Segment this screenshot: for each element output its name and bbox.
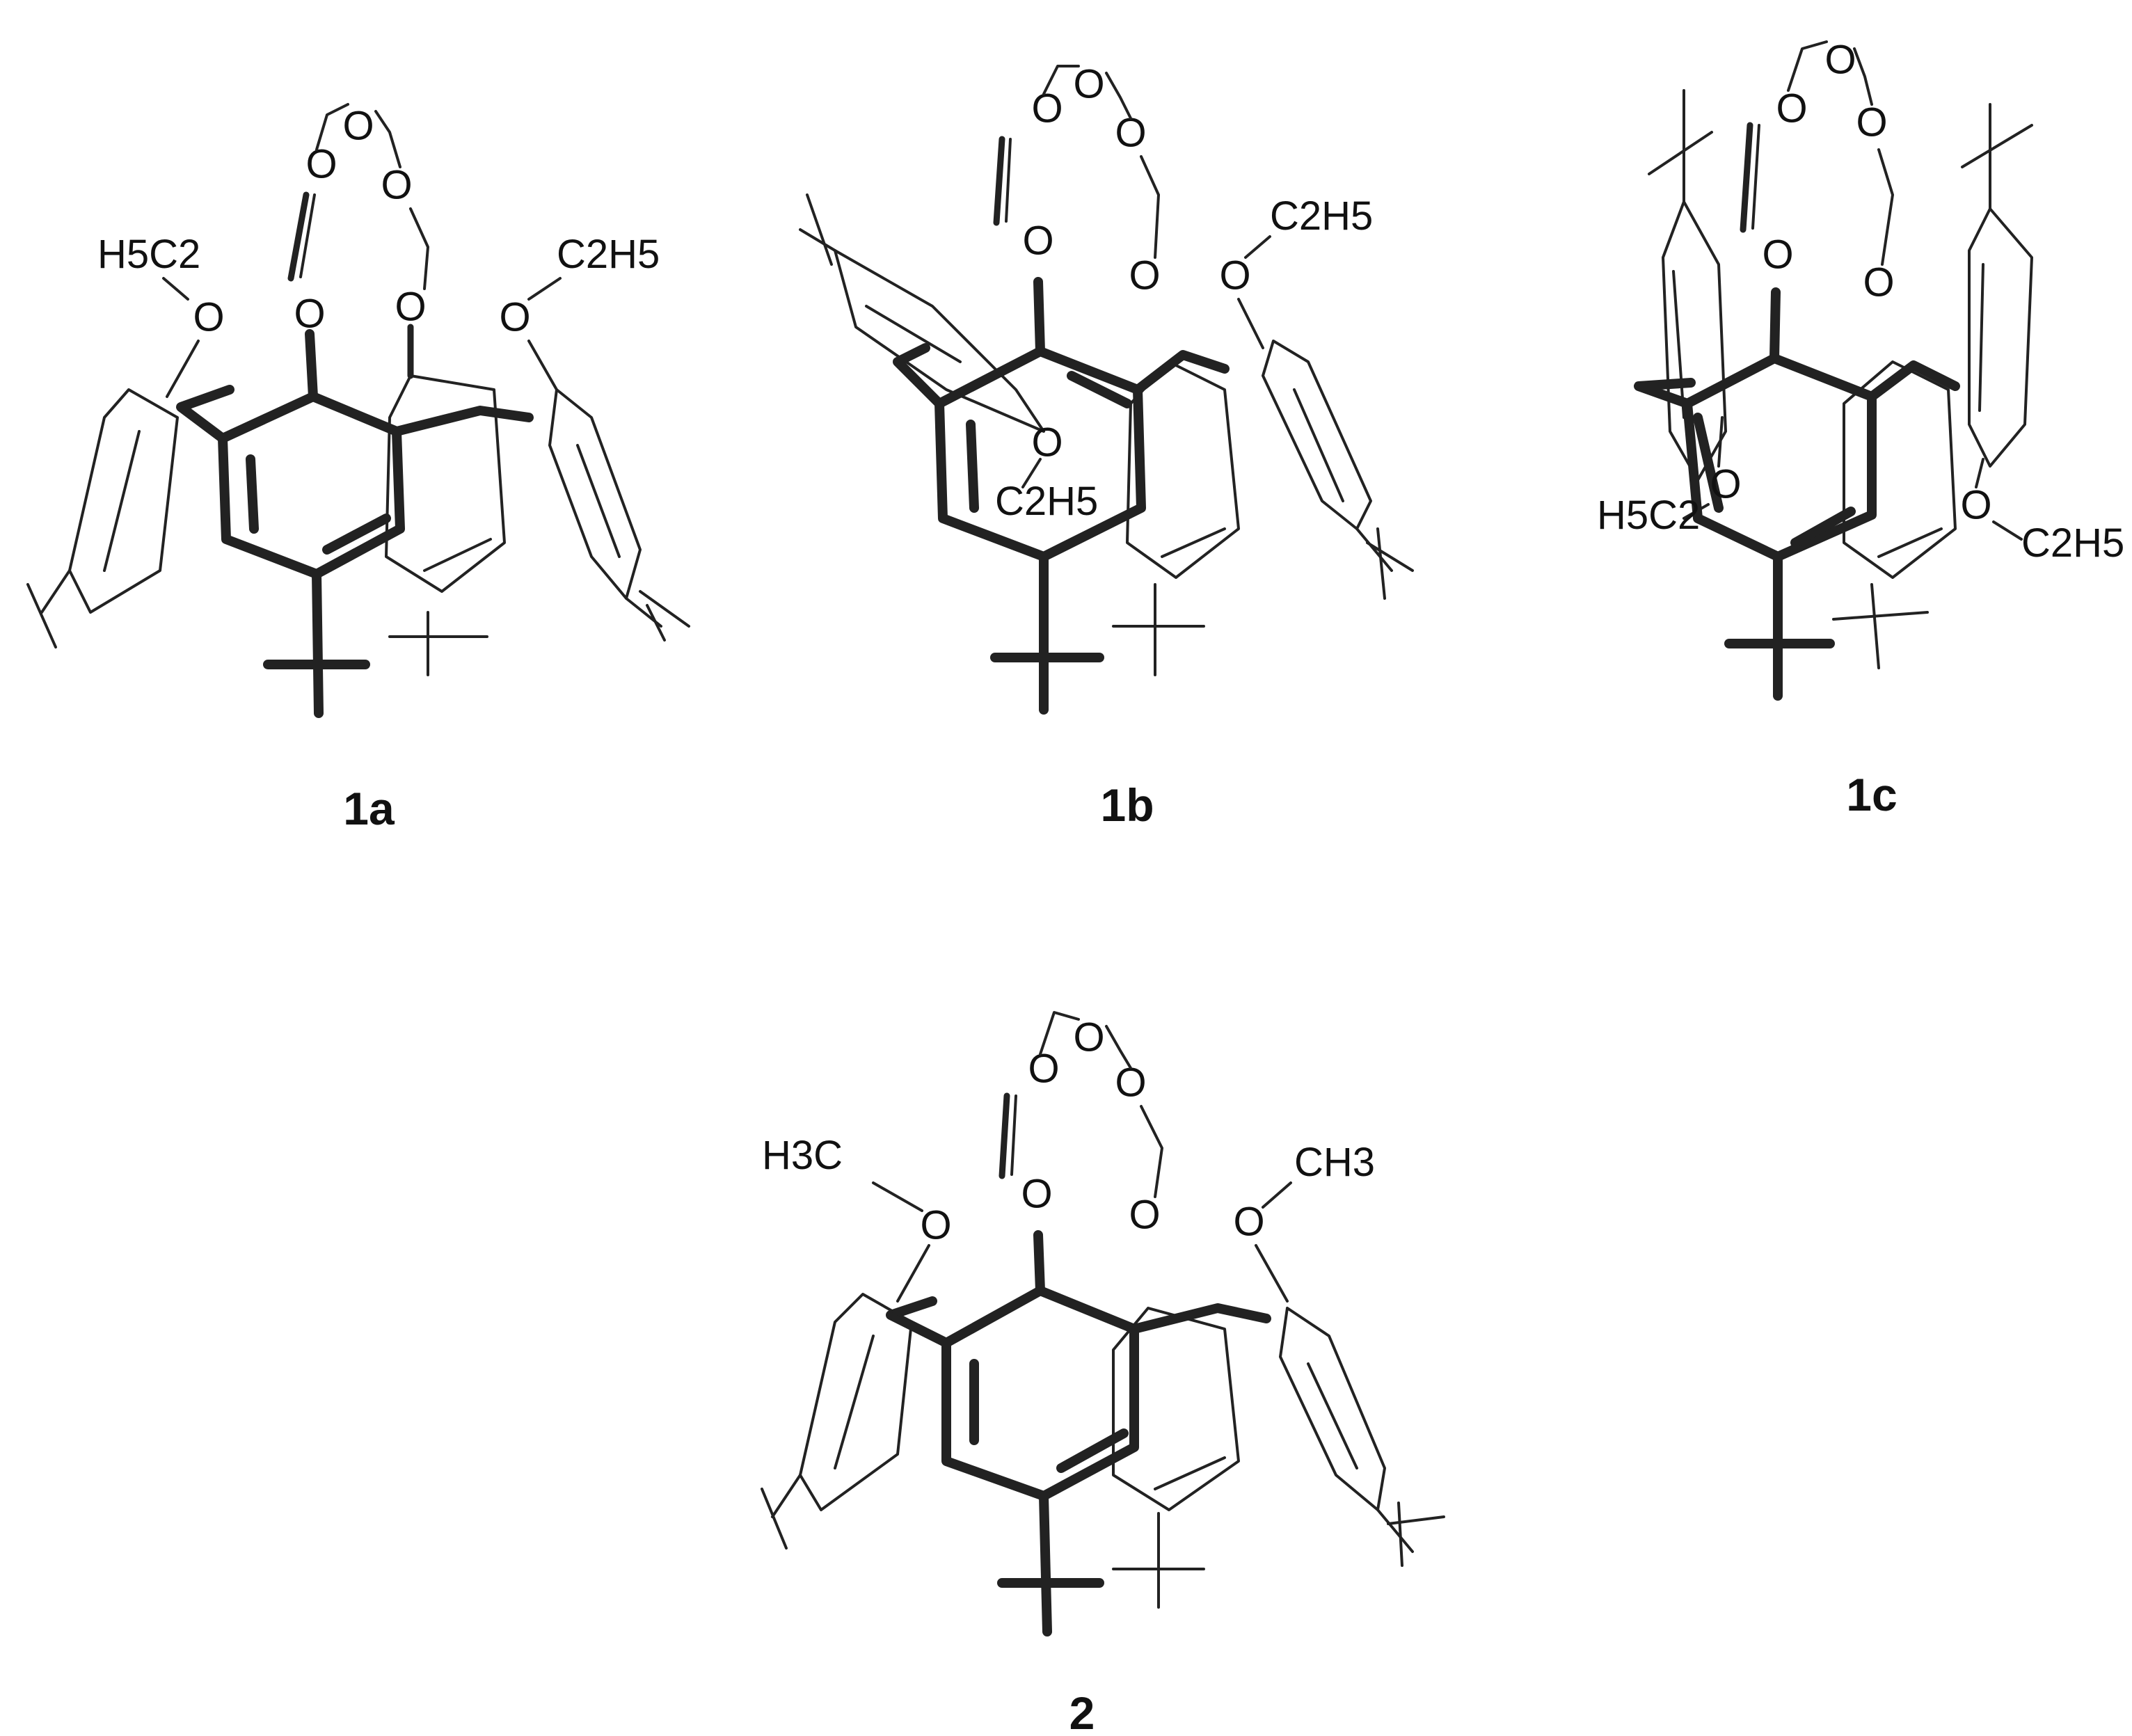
left-ring <box>834 249 1045 433</box>
structure-1c: O O O O O O <box>1597 37 2124 820</box>
structure-label-1b: 1b <box>1100 779 1154 831</box>
crown-ether-loop: O O O O O <box>999 1011 1163 1237</box>
left-ring <box>1662 200 1727 481</box>
oxygen-atom: O <box>499 294 530 340</box>
left-ring <box>799 1293 913 1511</box>
oxygen-atom: O <box>1233 1199 1264 1244</box>
oxygen-atom: O <box>1031 86 1063 131</box>
oxygen-atom: O <box>1028 1046 1059 1091</box>
right-ring <box>1843 360 1957 579</box>
oxygen-atom: O <box>1021 1171 1052 1216</box>
ethyl-group-left: H5C2 <box>1597 493 1700 538</box>
structure-label-2: 2 <box>1069 1687 1095 1736</box>
methyl-group-right: CH3 <box>1294 1140 1375 1185</box>
oxygen-atom: O <box>1073 61 1104 106</box>
ethyl-group-right: C2H5 <box>2021 520 2124 566</box>
oxygen-atom: O <box>395 284 426 329</box>
oxygen-atom: O <box>1960 482 1991 527</box>
far-right-ring <box>1279 1307 1386 1511</box>
oxygen-atom: O <box>381 162 412 207</box>
oxygen-atom: O <box>1073 1014 1104 1060</box>
structure-1b: O O O O O O <box>799 61 1414 831</box>
structure-2: O O O O O O O <box>761 1011 1445 1736</box>
oxygen-atom: O <box>1031 420 1063 465</box>
oxygen-atom: O <box>920 1202 951 1248</box>
ethyl-group-right: C2H5 <box>1270 193 1373 239</box>
ethyl-group-right: C2H5 <box>557 232 660 277</box>
structure-1a: O O O O O <box>26 103 690 834</box>
oxygen-atom: O <box>193 294 224 340</box>
ethyl-group-left: H5C2 <box>97 232 200 277</box>
crown-ether-loop: O O O O O <box>993 61 1161 298</box>
oxygen-atom: O <box>1219 253 1250 298</box>
oxygen-atom: O <box>1824 37 1856 82</box>
oxygen-atom: O <box>1863 260 1894 305</box>
oxygen-atom: O <box>294 291 325 336</box>
oxygen-atom: O <box>1129 1192 1160 1237</box>
structure-label-1c: 1c <box>1846 769 1897 820</box>
structure-label-1a: 1a <box>343 783 395 834</box>
oxygen-atom: O <box>1762 232 1793 277</box>
crown-ether-loop: O O O O O <box>1740 37 1895 305</box>
oxygen-atom: O <box>1710 461 1741 507</box>
oxygen-atom: O <box>1776 86 1807 131</box>
oxygen-atom: O <box>305 141 337 186</box>
oxygen-atom: O <box>342 103 374 148</box>
right-ring <box>1126 360 1240 579</box>
ethyl-group-inner: C2H5 <box>995 479 1098 524</box>
crown-ether-loop: O O O O O <box>287 103 429 336</box>
oxygen-atom: O <box>1022 218 1053 263</box>
oxygen-atom: O <box>1129 253 1160 298</box>
right-ring <box>1112 1307 1240 1511</box>
far-right-ring <box>1262 340 1372 530</box>
far-right-ring <box>1968 207 2033 468</box>
oxygen-atom: O <box>1856 99 1887 145</box>
right-ring <box>385 374 506 593</box>
left-ring <box>68 388 179 614</box>
methyl-group-left: H3C <box>762 1133 843 1178</box>
